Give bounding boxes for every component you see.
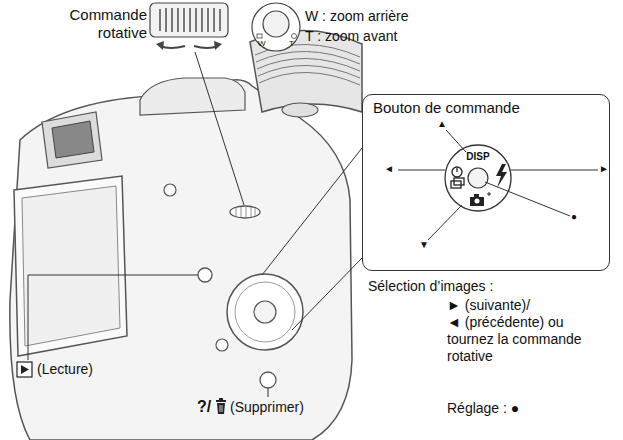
center-button <box>254 301 276 323</box>
part-name: ?/ <box>197 397 211 416</box>
button-mark: DISP <box>463 151 493 163</box>
zoom-inset <box>252 3 300 51</box>
box-heading: Bouton de commande <box>373 99 520 116</box>
flash-housing <box>140 78 245 115</box>
part-name: W : zoom arrière <box>305 8 408 25</box>
arrow-head <box>214 41 222 50</box>
playback-button <box>198 268 212 282</box>
playback-icon <box>17 362 32 377</box>
delete-button <box>260 372 276 388</box>
direction-symbol: ◄ <box>384 163 394 175</box>
button <box>164 184 176 196</box>
instruction-text: ◄ (précédente) ou tournez la commande ro… <box>447 314 587 364</box>
instruction-text: ► (suivante)/ <box>447 297 530 314</box>
dial-inset <box>150 3 228 37</box>
viewfinder <box>42 112 102 168</box>
wide-icon <box>257 34 262 38</box>
button <box>216 339 228 351</box>
control-wheel <box>227 274 303 350</box>
lever-mark: W <box>258 39 266 49</box>
instruction-text: Réglage : ● <box>447 400 519 417</box>
self-timer-icon <box>451 167 464 188</box>
inset-leader-line <box>398 130 598 240</box>
part-name: (Supprimer) <box>230 399 304 416</box>
control-button-inset <box>445 145 511 211</box>
shutter-button <box>282 103 318 117</box>
direction-symbol: ▲ <box>437 118 447 130</box>
direction-symbol: ▼ <box>419 239 429 251</box>
tele-icon <box>292 34 297 39</box>
direction-symbol: ► <box>599 163 609 175</box>
lever-mark: T <box>289 39 294 49</box>
camera-body <box>10 80 352 440</box>
lcd-inner <box>22 186 120 346</box>
part-name: (Lecture) <box>37 361 93 378</box>
direction-symbol: ● <box>571 211 577 223</box>
trash-icon <box>216 398 226 414</box>
rotary-dial <box>230 206 260 218</box>
part-name: Commande rotative <box>67 6 147 42</box>
dial-ridges <box>236 207 255 217</box>
control-button-box: Bouton de commande <box>362 94 610 271</box>
eyepiece <box>52 121 94 158</box>
center-button-inset <box>468 168 488 188</box>
zoom-lever <box>263 11 289 37</box>
dial-inset-ridges <box>160 8 220 32</box>
arrow-head <box>156 41 164 50</box>
leader-line <box>28 52 362 397</box>
flash-icon <box>496 164 507 188</box>
instruction-text: Sélection d’images : <box>368 278 493 295</box>
camera-icon <box>470 192 491 206</box>
lcd-screen <box>14 176 127 356</box>
rotation-arrows <box>160 46 218 48</box>
part-name: T : zoom avant <box>305 28 397 45</box>
control-wheel-ring <box>235 282 295 342</box>
playback-icon-arrow <box>21 365 29 374</box>
